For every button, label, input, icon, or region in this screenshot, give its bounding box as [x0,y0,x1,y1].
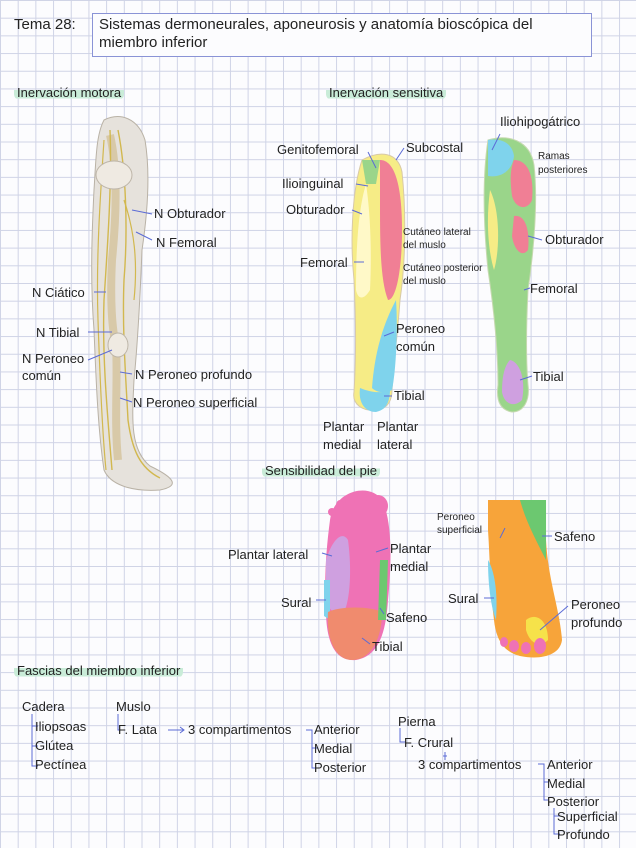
fascia-pierna-sub: Profundo [557,827,610,842]
label-peroneo-superficial-a: Peroneo [437,512,475,523]
label-ramas: Ramas [538,151,570,162]
label-subcostal: Subcostal [406,140,464,155]
label-n-peroneo-profundo: N Peroneo profundo [135,367,253,382]
label-ilioinguinal: Ilioinguinal [282,176,344,191]
page-title: Sistemas dermoneurales, aponeurosis y an… [92,13,592,57]
label-comun-front: común [396,339,436,354]
label-plantar-lateral-2: lateral [377,437,413,452]
label-iliohipogastrico: Iliohipogátrico [500,114,581,129]
fascia-muslo-f-lata: F. Lata [118,722,158,737]
label-safeno-dorsal: Safeno [554,529,596,544]
fascia-muslo-compartimentos: 3 compartimentos [188,722,292,737]
heading-pie: Sensibilidad del pie [262,463,381,478]
label-obturador-front: Obturador [286,202,345,217]
label-obturador-back: Obturador [545,232,604,247]
label-cutaneo-lateral-1: Cutáneo lateral [403,227,471,238]
label-peroneo-front: Peroneo [396,321,446,336]
label-n-peroneo-superficial: N Peroneo superficial [133,395,258,410]
motor-leg-illustration [91,116,173,491]
fascia-pierna-compartimentos: 3 compartimentos [418,757,522,772]
label-genitofemoral: Genitofemoral [277,142,359,157]
fascia-pierna-item: Medial [547,776,586,791]
heading-motora: Inervación motora [14,85,125,100]
label-cutaneo-posterior-1: Cutáneo posterior [403,263,483,274]
label-sural-plantar: Sural [281,595,312,610]
label-plantar-medial-a: Plantar [390,541,432,556]
label-peroneo-profundo-b: profundo [571,615,623,630]
fascia-cadera-item: Pectínea [35,757,87,772]
label-safeno-plantar: Safeno [386,610,428,625]
fascia-muslo-item: Anterior [314,722,360,737]
heading-sensitiva: Inervación sensitiva [326,85,447,100]
foot-plantar-map [324,490,391,661]
title-line-2: miembro inferior [99,34,208,51]
label-tibial-front: Tibial [394,388,425,403]
label-posteriores: posteriores [538,165,588,176]
foot-dorsal-map [488,500,562,658]
label-tibial-back: Tibial [533,369,564,384]
title-line-1: Sistemas dermoneurales, aponeurosis y an… [99,16,533,33]
label-plantar-medial-2: medial [323,437,362,452]
label-femoral-back: Femoral [530,281,578,296]
fascia-cadera-item: Glútea [35,738,74,753]
sensory-back-leg [483,137,537,413]
label-sural-dorsal: Sural [448,591,479,606]
label-n-obturador: N Obturador [154,206,226,221]
label-plantar-lateral: Plantar lateral [228,547,309,562]
topic-number: Tema 28: [14,16,76,33]
label-tibial-plantar: Tibial [372,639,403,654]
label-n-tibial: N Tibial [36,325,80,340]
heading-fascias: Fascias del miembro inferior [14,663,184,678]
label-cutaneo-posterior-2: del muslo [403,276,446,287]
label-n-peroneo: N Peroneo [22,351,85,366]
label-cutaneo-lateral-2: del muslo [403,240,446,251]
label-peroneo-profundo-a: Peroneo [571,597,621,612]
fascia-pierna-sub: Superficial [557,809,618,824]
fascia-muslo-item: Posterior [314,760,367,775]
fascia-muslo-item: Medial [314,741,353,756]
label-comun: común [22,368,62,383]
label-femoral-front: Femoral [300,255,348,270]
fascia-cadera-title: Cadera [22,699,65,714]
label-n-femoral: N Femoral [156,235,217,250]
label-n-ciatico: N Ciático [32,285,85,300]
fascia-pierna-title: Pierna [398,714,436,729]
fascia-pierna-f-crural: F. Crural [404,735,454,750]
fascia-pierna-item: Posterior [547,794,600,809]
label-plantar-medial-1: Plantar [323,419,365,434]
fascia-muslo-title: Muslo [116,699,151,714]
label-plantar-medial-b: medial [390,559,429,574]
fascia-cadera-item: Iliopsoas [35,719,87,734]
fascia-pierna-item: Anterior [547,757,593,772]
label-plantar-lateral-1: Plantar [377,419,419,434]
label-peroneo-superficial-b: superficial [437,525,483,536]
sensory-front-leg [351,153,406,412]
